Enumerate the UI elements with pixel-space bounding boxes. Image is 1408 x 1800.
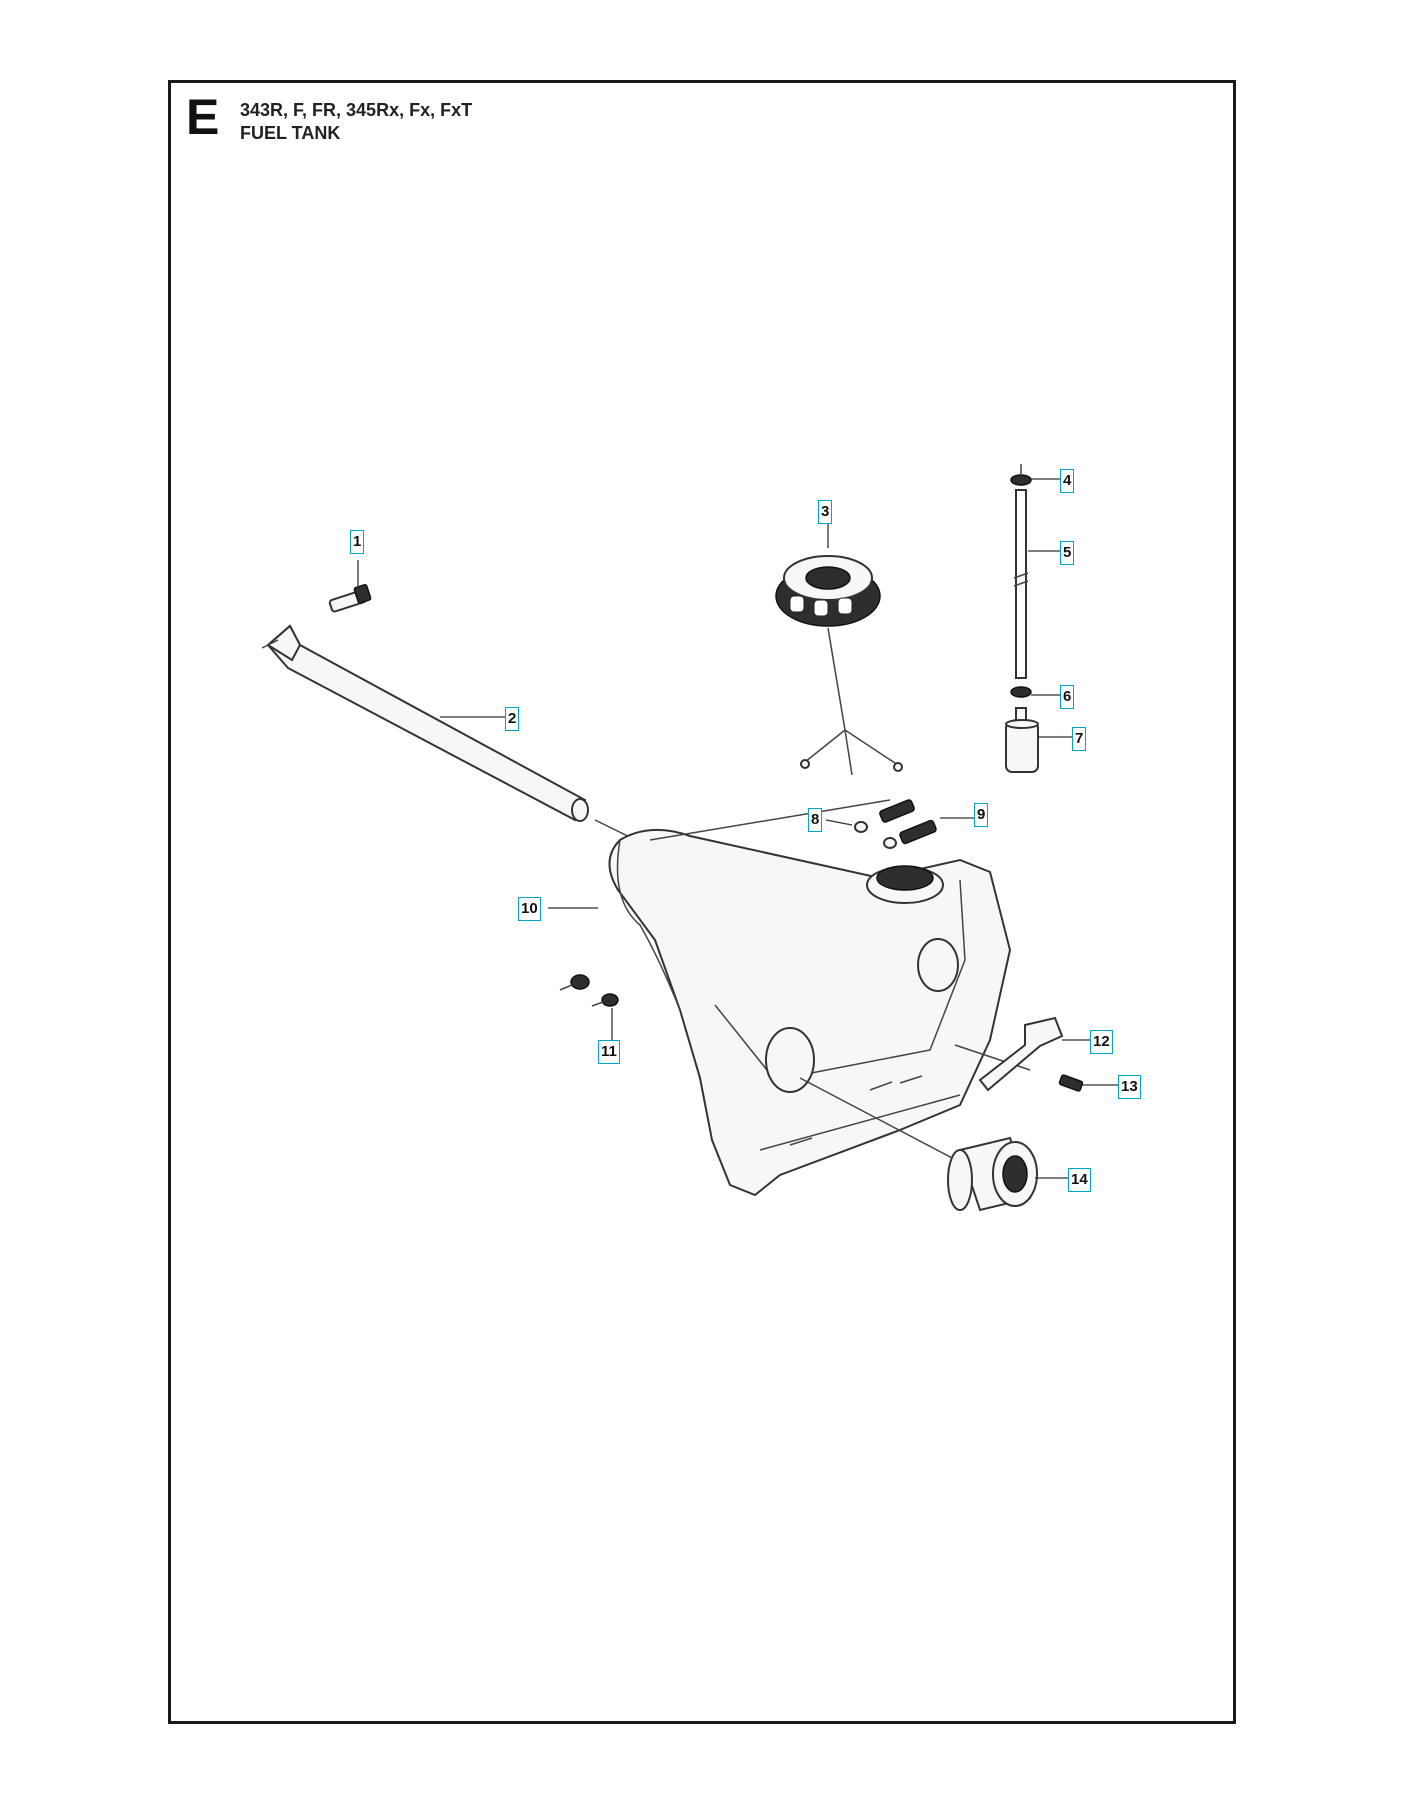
callout-4: 4 bbox=[1060, 469, 1075, 493]
callout-1: 1 bbox=[350, 530, 365, 554]
handle-rail-part-2 bbox=[261, 624, 641, 843]
damper-part-14 bbox=[947, 1136, 1068, 1212]
fuel-filter-part-7 bbox=[1005, 707, 1072, 773]
callout-8: 8 bbox=[808, 808, 823, 832]
fuel-cap-part-3 bbox=[775, 510, 903, 776]
screws-washers-parts-8-9 bbox=[825, 799, 974, 849]
section-title: FUEL TANK bbox=[240, 123, 341, 143]
fuel-hose-assembly-parts-4-5-6 bbox=[1010, 464, 1060, 698]
callout-10: 10 bbox=[518, 897, 541, 921]
screw-part-1 bbox=[328, 560, 372, 613]
section-letter: E bbox=[186, 89, 220, 145]
small-screw-part-13 bbox=[1058, 1074, 1118, 1092]
model-list: 343R, F, FR, 345Rx, Fx, FxT bbox=[240, 100, 473, 120]
callout-14: 14 bbox=[1068, 1168, 1091, 1192]
bracket-part-12 bbox=[978, 1016, 1090, 1092]
callout-12: 12 bbox=[1090, 1030, 1113, 1054]
callout-11: 11 bbox=[598, 1040, 620, 1064]
fuel-tank-housing-part-10 bbox=[548, 799, 1031, 1197]
callout-9: 9 bbox=[974, 803, 989, 827]
callout-13: 13 bbox=[1118, 1075, 1141, 1099]
nuts-part-11 bbox=[559, 974, 619, 1040]
page-frame bbox=[168, 80, 1236, 1724]
callout-5: 5 bbox=[1060, 541, 1075, 565]
callout-7: 7 bbox=[1072, 727, 1087, 751]
callout-3: 3 bbox=[818, 500, 833, 524]
callout-2: 2 bbox=[505, 707, 520, 731]
callout-6: 6 bbox=[1060, 685, 1075, 709]
